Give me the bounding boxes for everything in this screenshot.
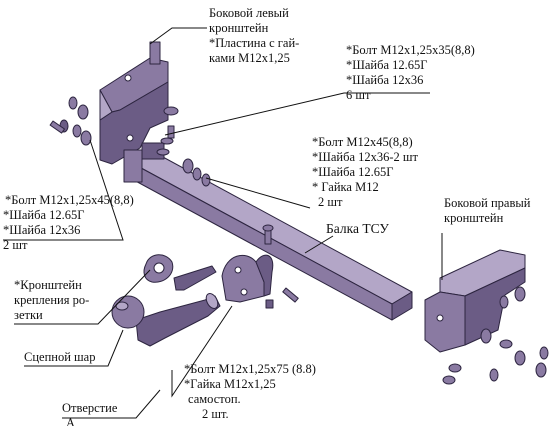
- hole-label: Отверстие А: [62, 401, 117, 426]
- socket-bracket-line-2: крепления ро-: [14, 293, 90, 307]
- bolt-bottom-line-2: *Гайка М12х1,25: [184, 377, 276, 391]
- bolt-middle-line-3: *Шайба 12.65Г: [312, 165, 394, 179]
- left-side-bracket: [99, 41, 169, 165]
- tow-ball: [111, 293, 221, 347]
- bolt-top-line-3: *Шайба 12х36: [346, 73, 424, 87]
- bolt-middle-line-1: *Болт М12х45(8,8): [312, 135, 413, 149]
- bolt-middle-line-2: *Шайба 12х36-2 шт: [312, 150, 419, 164]
- bolt-middle-line-5: 2 шт: [318, 195, 343, 209]
- bolt-left-line-4: 2 шт: [3, 238, 28, 252]
- bolt-bottom-line-4: 2 шт.: [202, 407, 229, 421]
- beam-label: Балка ТСУ: [326, 221, 389, 236]
- hole-line-2: А: [66, 416, 76, 426]
- bolt-top-line-2: *Шайба 12.65Г: [346, 58, 428, 72]
- bolt-top-line-1: *Болт М12х1,25х35(8,8): [346, 43, 475, 57]
- left-bracket-label: Боковой левый кронштейн *Пластина с гай-…: [209, 6, 299, 66]
- hole-line-1: Отверстие: [62, 401, 118, 415]
- bolt-middle-line-4: * Гайка М12: [312, 180, 379, 194]
- right-bracket-line-1: Боковой правый: [444, 196, 531, 210]
- bolt-top-label: *Болт М12х1,25х35(8,8) *Шайба 12.65Г *Ша…: [346, 43, 475, 103]
- leader-lines: [3, 27, 443, 419]
- right-bracket-line-2: кронштейн: [444, 211, 504, 225]
- left-bracket-line-3: *Пластина с гай-: [209, 36, 300, 50]
- socket-bracket-label: *Кронштейн крепления ро- зетки: [14, 278, 89, 323]
- bolt-left-line-2: *Шайба 12.65Г: [3, 208, 85, 222]
- socket-bracket-line-3: зетки: [14, 308, 43, 322]
- left-bracket-line-4: ками М12х1,25: [209, 51, 290, 65]
- bolt-middle-label: *Болт М12х45(8,8) *Шайба 12х36-2 шт *Шай…: [312, 135, 418, 210]
- bolt-bottom-line-1: *Болт М12х1,25х75 (8.8): [184, 362, 316, 376]
- left-bracket-line-1: Боковой левый: [209, 6, 289, 20]
- bolt-left-line-1: *Болт М12х1,25х45(8,8): [5, 193, 134, 207]
- socket-bracket-line-1: *Кронштейн: [14, 278, 82, 292]
- bolt-top-line-4: 6 шт: [346, 88, 371, 102]
- socket-mounting-bracket: [143, 254, 217, 291]
- bolt-left-label: *Болт М12х1,25х45(8,8) *Шайба 12.65Г *Ша…: [3, 193, 134, 253]
- left-bracket-line-2: кронштейн: [209, 21, 269, 35]
- bolt-left-line-3: *Шайба 12х36: [3, 223, 81, 237]
- right-side-bracket: [424, 249, 526, 353]
- right-bracket-label: Боковой правый кронштейн: [444, 196, 530, 226]
- center-hitch-plate: [221, 254, 274, 303]
- bolt-bottom-line-3: самостоп.: [188, 392, 241, 406]
- bolt-bottom-label: *Болт М12х1,25х75 (8.8) *Гайка М12х1,25 …: [184, 362, 316, 422]
- tow-ball-label: Сцепной шар: [24, 350, 96, 364]
- fasteners: [49, 96, 549, 385]
